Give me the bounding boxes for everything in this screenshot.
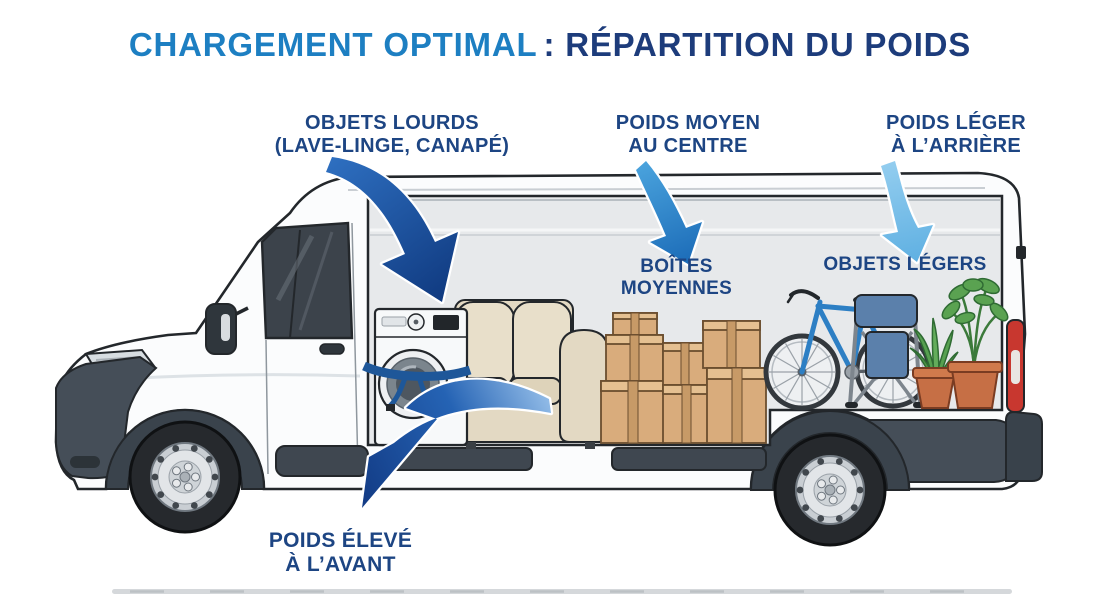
label-medium-weight: POIDS MOYEN AU CENTRE (615, 112, 761, 158)
label-light-objects: OBJETS LÉGERS (823, 254, 987, 275)
rear-door-hinge (1016, 246, 1026, 259)
title-accent: CHARGEMENT OPTIMAL (128, 26, 538, 63)
arrow-light-rear (878, 158, 936, 265)
washing-machine (362, 307, 472, 447)
plant-tall (941, 277, 1009, 367)
rocker-trim (275, 445, 767, 477)
box (662, 384, 710, 444)
arrow-front-weight (359, 377, 554, 511)
front-wheel (128, 420, 242, 534)
box (706, 367, 767, 444)
box (612, 312, 658, 336)
rear-wheel-arch (749, 410, 911, 491)
side-mirror (205, 303, 249, 355)
potted-plants (909, 277, 1009, 409)
taillight (1006, 319, 1025, 413)
arrow-medium-center (633, 158, 705, 267)
label-light-weight: POIDS LÉGER À L’ARRIÈRE (886, 112, 1026, 158)
box (600, 380, 666, 444)
rear-bumper (1005, 410, 1043, 482)
label-medium-boxes: BOÎTES MOYENNES (620, 256, 733, 300)
title-dark: : RÉPARTITION DU POIDS (543, 26, 972, 63)
rear-wheel (773, 433, 887, 547)
arrow-heavy-front (323, 154, 461, 305)
page-title: CHARGEMENT OPTIMAL: RÉPARTITION DU POIDS (0, 26, 1100, 64)
box (702, 320, 761, 369)
label-front-weight: POIDS ÉLEVÉ À L’AVANT (268, 529, 413, 577)
box (662, 342, 708, 386)
label-heavy-objects: OBJETS LOURDS (LAVE-LINGE, CANAPÉ) (274, 112, 510, 158)
ground-line (112, 589, 1012, 594)
cardboard-boxes (600, 312, 767, 444)
box (605, 334, 664, 382)
cab-window (260, 221, 354, 340)
door-handle (319, 343, 345, 355)
